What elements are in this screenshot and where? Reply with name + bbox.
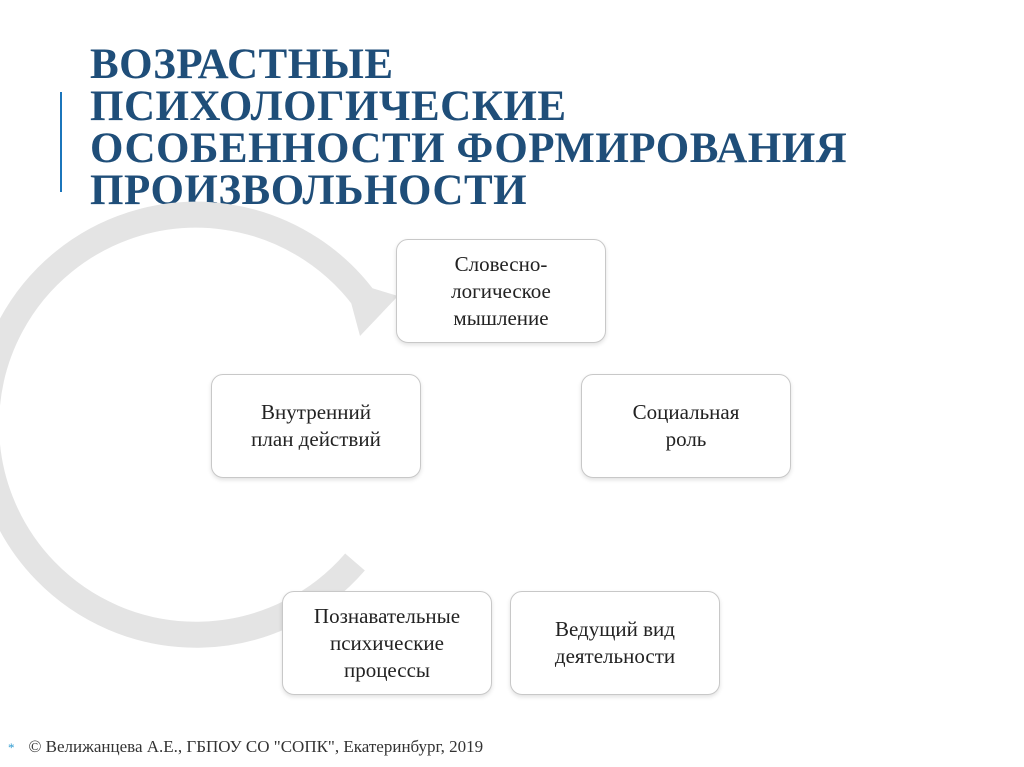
node-label: Внутренний план действий <box>251 400 381 451</box>
cycle-node-verbal-logical-thinking: Словесно- логическое мышление <box>396 239 606 343</box>
cycle-node-internal-action-plan: Внутренний план действий <box>211 374 421 478</box>
cycle-ring-arc <box>0 201 381 648</box>
cycle-node-leading-activity: Ведущий вид деятельности <box>510 591 720 695</box>
title-line: ОСОБЕННОСТИ ФОРМИРОВАНИЯ <box>90 125 848 172</box>
cycle-node-social-role: Социальная роль <box>581 374 791 478</box>
title-accent-bar <box>60 92 62 192</box>
footer-text: © Велижанцева А.Е., ГБПОУ СО "СОПК", Ека… <box>28 737 484 756</box>
cycle-arrowhead <box>345 280 398 336</box>
copyright-footer: * © Велижанцева А.Е., ГБПОУ СО "СОПК", Ек… <box>8 737 483 757</box>
node-label: Ведущий вид деятельности <box>554 617 676 668</box>
node-label: Словесно- логическое мышление <box>451 251 551 330</box>
cycle-node-cognitive-processes: Познавательные психические процессы <box>282 591 492 695</box>
footer-bullet: * <box>8 740 15 755</box>
node-label: Познавательные психические процессы <box>313 603 461 682</box>
title-line: ВОЗРАСТНЫЕ <box>90 41 394 88</box>
title-line: ПСИХОЛОГИЧЕСКИЕ <box>90 83 567 130</box>
node-label: Социальная роль <box>632 400 740 451</box>
